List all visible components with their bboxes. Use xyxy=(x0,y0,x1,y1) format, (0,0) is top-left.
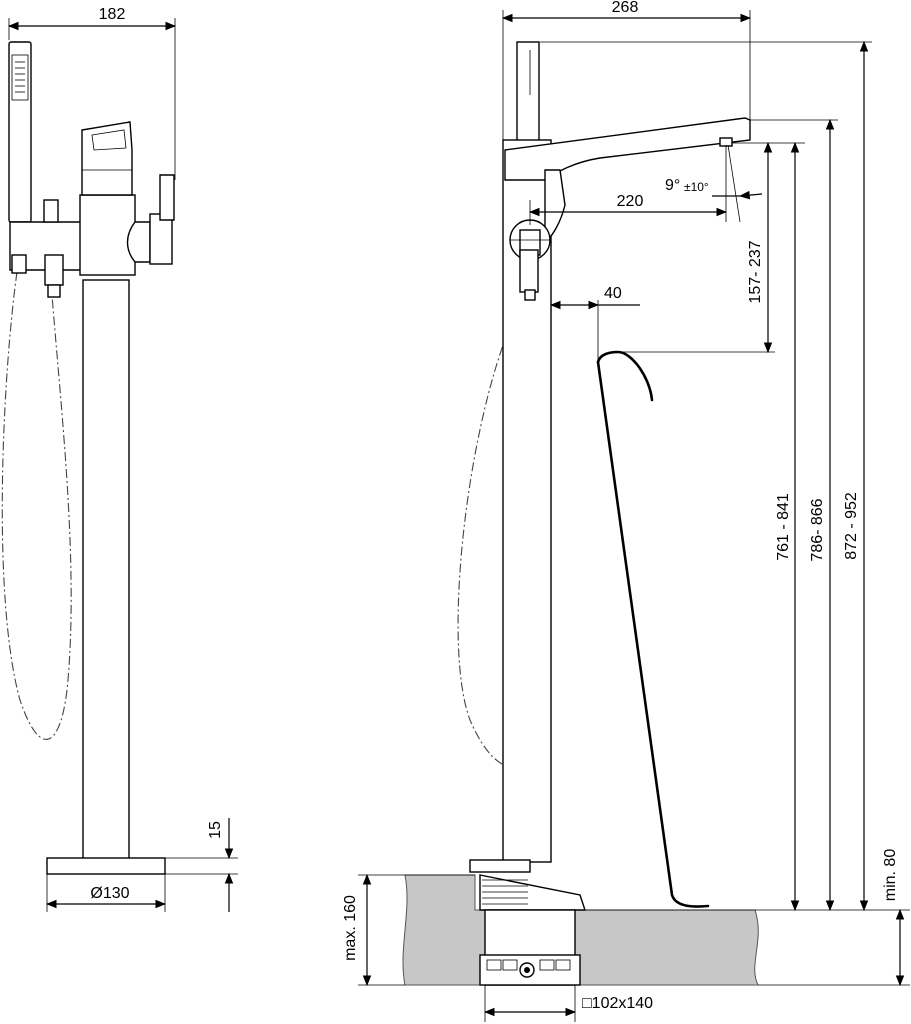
column-front xyxy=(82,279,130,861)
spout-height-2-label: 786- 866 xyxy=(809,498,826,561)
base-plate-front xyxy=(46,857,166,875)
height-15-label: 15 xyxy=(207,821,224,839)
width-182-label: 182 xyxy=(99,6,126,23)
max-160-label: max. 160 xyxy=(342,895,359,961)
angle-tolerance-label: ±10° xyxy=(684,180,709,194)
reach-268-label: 268 xyxy=(612,0,639,16)
spout-height-1-label: 761 - 841 xyxy=(775,493,792,561)
floor-section xyxy=(402,874,486,986)
front-view: 182 15 Ø130 xyxy=(1,6,238,912)
spout xyxy=(504,117,751,181)
bathtub-profile[interactable] xyxy=(596,350,654,402)
total-height-label: 872 - 952 xyxy=(843,492,860,560)
min-80-label: min. 80 xyxy=(882,849,899,902)
box-size-label: □102x140 xyxy=(582,995,653,1012)
hand-shower-side xyxy=(516,41,540,153)
diameter-130-label: Ø130 xyxy=(90,885,129,902)
angle-label: 9° xyxy=(665,177,680,194)
hose-front xyxy=(1,271,72,740)
handle-range-label: 157- 237 xyxy=(747,240,764,303)
side-view: 268 220 9° ±10° 40 157- 237 761 - 841 78 xyxy=(342,0,910,1022)
spout-reach-220-label: 220 xyxy=(617,193,644,210)
offset-40-label: 40 xyxy=(604,285,622,302)
